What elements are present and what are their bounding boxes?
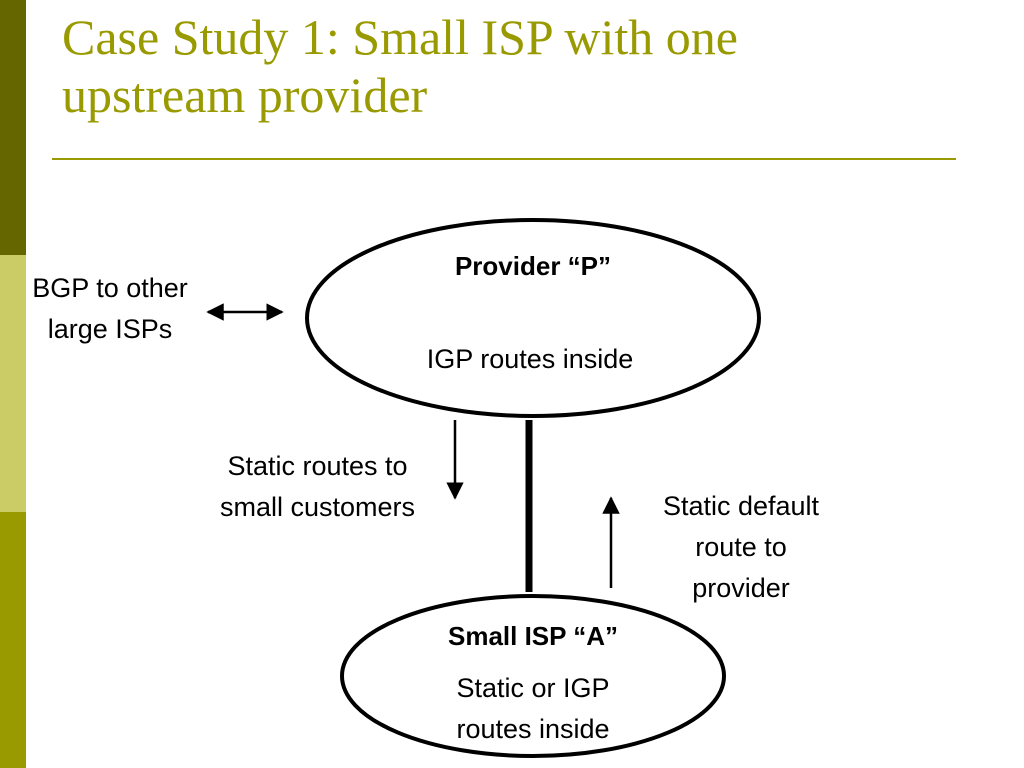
static-routes-line-1: Static routes to xyxy=(227,451,408,481)
slide-sidebar xyxy=(0,0,26,768)
default-route-label: Static default route to provider xyxy=(630,486,852,609)
static-routes-line-2: small customers xyxy=(219,492,416,522)
slide-title-line-2: upstream provider xyxy=(62,67,428,123)
bgp-label-line-1: BGP to other xyxy=(32,273,188,303)
slide-title-line-1: Case Study 1: Small ISP with one xyxy=(62,9,738,65)
provider-name-label: Provider “P” xyxy=(454,251,612,281)
static-routes-label: Static routes to small customers xyxy=(180,446,455,528)
small-isp-inside-line-2: routes inside xyxy=(456,714,610,744)
small-isp-inside-label: Static or IGP routes inside xyxy=(383,668,683,750)
default-route-line-3: provider xyxy=(692,573,790,603)
sidebar-segment-middle xyxy=(0,255,26,512)
bgp-label: BGP to other large ISPs xyxy=(0,268,220,350)
slide-title: Case Study 1: Small ISP with one upstrea… xyxy=(62,8,962,124)
provider-inside-label: IGP routes inside xyxy=(426,344,634,374)
bgp-label-line-2: large ISPs xyxy=(47,314,173,344)
sidebar-segment-top xyxy=(0,0,26,255)
default-route-line-1: Static default xyxy=(662,491,820,521)
small-isp-inside-line-1: Static or IGP xyxy=(456,673,610,703)
sidebar-segment-bottom xyxy=(0,512,26,768)
default-route-line-2: route to xyxy=(695,532,787,562)
small-isp-name-label: Small ISP “A” xyxy=(447,621,619,651)
provider-ellipse xyxy=(305,218,761,418)
small-isp-ellipse xyxy=(340,594,726,758)
title-underline xyxy=(52,158,956,160)
